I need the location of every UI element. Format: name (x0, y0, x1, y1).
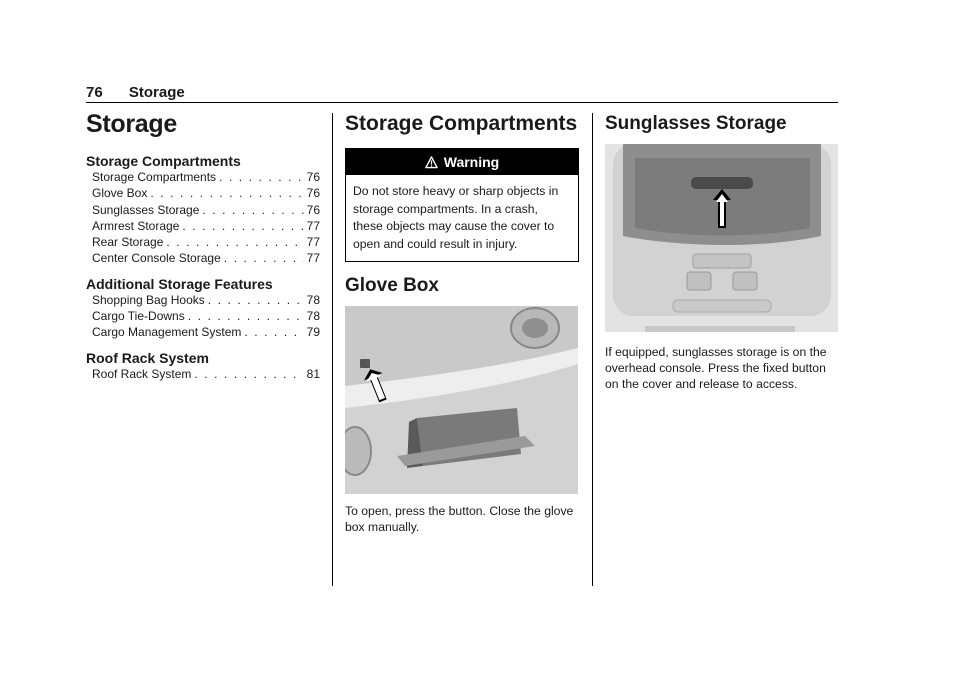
header-rule (86, 102, 838, 103)
column-divider-2 (592, 113, 593, 586)
warning-box: Warning Do not store heavy or sharp obje… (345, 148, 579, 262)
toc-entry-label: Cargo Tie-Downs (92, 309, 185, 324)
toc-entry-label: Armrest Storage (92, 218, 180, 233)
toc-entry[interactable]: Roof Rack System 81 (86, 366, 320, 382)
toc-entry-page: 78 (306, 292, 320, 307)
toc-entry-page: 79 (306, 325, 320, 340)
toc-entry-page: 77 (306, 235, 320, 250)
toc-entry-label: Cargo Management System (92, 325, 242, 340)
column-divider-1 (332, 113, 333, 586)
toc-entry-label: Roof Rack System (92, 366, 192, 381)
running-section-title: Storage (128, 84, 185, 101)
toc-entry-label: Shopping Bag Hooks (92, 292, 205, 307)
sunglasses-column: Sunglasses Storage If equipped, sunglass… (605, 110, 839, 392)
glove-box-text: To open, press the button. Close the glo… (345, 504, 574, 534)
glove-box-illustration (345, 306, 578, 494)
toc-entry-label: Rear Storage (92, 235, 164, 250)
warning-icon (424, 155, 438, 168)
page-header: 76 Storage (86, 84, 185, 101)
toc-entry-page: 76 (306, 202, 320, 217)
toc-entry-label: Glove Box (92, 186, 148, 201)
toc-entry[interactable]: Cargo Management System 79 (86, 324, 320, 340)
warning-header: Warning (346, 149, 578, 175)
toc-entry[interactable]: Sunglasses Storage 76 (86, 202, 320, 218)
toc-entry[interactable]: Storage Compartments 76 (86, 169, 320, 185)
toc-entry-label: Storage Compartments (92, 170, 217, 184)
toc-entry[interactable]: Rear Storage 77 (86, 234, 320, 250)
toc-entry-label: Center Console Storage (92, 251, 221, 266)
warning-label: Warning (443, 154, 500, 170)
toc-entry-page: 76 (306, 186, 320, 201)
toc-entry[interactable]: Cargo Tie-Downs 78 (86, 308, 320, 324)
glove-box-title: Glove Box (345, 275, 439, 296)
warning-text: Do not store heavy or sharp objects in s… (353, 184, 559, 251)
toc-entry-page: 76 (306, 170, 320, 184)
toc-entry[interactable]: Center Console Storage 77 (86, 250, 320, 266)
toc-entry-page: 77 (306, 218, 320, 233)
storage-compartments-column: Storage Compartments Warning Do not stor… (345, 110, 579, 535)
toc-entry-page: 81 (306, 366, 320, 381)
toc-entry-label: Sunglasses Storage (92, 202, 200, 217)
toc-entry[interactable]: Glove Box 76 (86, 185, 320, 201)
table-of-contents: Storage Storage Compartments Storage Com… (86, 110, 320, 382)
sunglasses-illustration (605, 144, 838, 332)
toc-entry-page: 77 (306, 251, 320, 266)
sunglasses-text: If equipped, sunglasses storage is on th… (605, 345, 827, 391)
toc-heading: Roof Rack System (86, 349, 209, 366)
page-number: 76 (86, 84, 103, 101)
toc-entry[interactable]: Shopping Bag Hooks 78 (86, 292, 320, 308)
section-title: Storage Compartments (345, 112, 578, 135)
sunglasses-title: Sunglasses Storage (605, 113, 787, 134)
toc-entry-page: 78 (306, 309, 320, 324)
toc-heading: Storage Compartments (86, 153, 241, 169)
toc-entry[interactable]: Armrest Storage 77 (86, 218, 320, 234)
chapter-title: Storage (86, 110, 177, 138)
toc-heading: Additional Storage Features (86, 275, 273, 292)
